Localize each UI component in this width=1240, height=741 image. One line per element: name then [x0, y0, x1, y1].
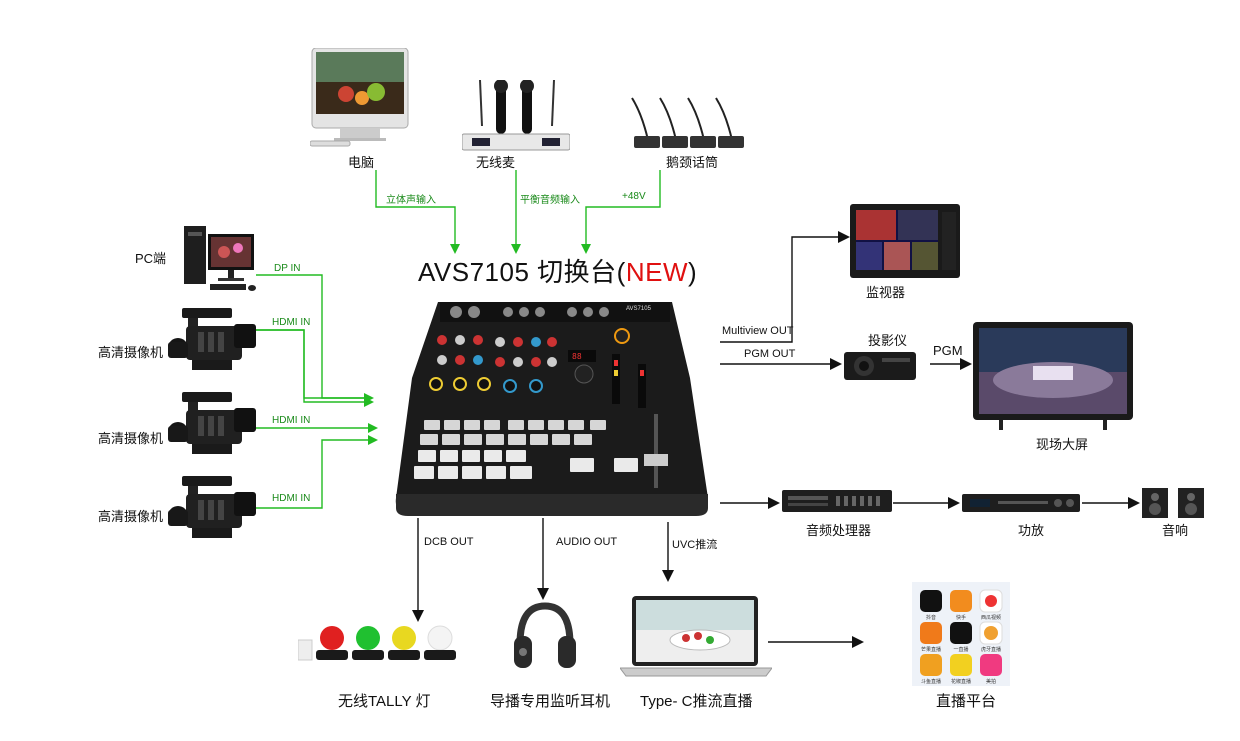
pgm-signal: PGM	[933, 343, 963, 358]
app-label-4: 一直播	[953, 646, 968, 653]
headphones-label: 导播专用监听耳机	[490, 693, 611, 710]
app-label-2: 西瓜视频	[981, 614, 1001, 621]
switcher-model-text: AVS7105	[626, 306, 652, 312]
pgm-out-signal: PGM OUT	[744, 348, 796, 360]
laptop-label: Type- C推流直播	[640, 693, 753, 710]
app-label-1: 快手	[956, 614, 966, 621]
computer-device	[309, 47, 410, 153]
avs7105-switcher: AVS7105 88	[390, 298, 720, 525]
title-new-badge: NEW	[625, 257, 688, 287]
camcorder-device-3	[168, 474, 260, 549]
camcorder-label-2: 高清摄像机	[98, 431, 164, 446]
amplifier-label: 功放	[1018, 523, 1045, 538]
app-label-7: 花椒直播	[951, 678, 971, 685]
svg-text:88: 88	[572, 352, 582, 361]
camcorder-device-1	[168, 306, 260, 381]
pc-signal: DP IN	[274, 263, 301, 274]
app-label-3: 芒果直播	[921, 646, 941, 653]
app-label-5: 虎牙直播	[981, 646, 1001, 653]
pc-label: PC端	[135, 251, 167, 266]
camcorder-label-1: 高清摄像机	[98, 345, 164, 360]
dcb-out-signal: DCB OUT	[424, 536, 474, 548]
app-label-0: 抖音	[926, 614, 936, 621]
camcorder-label-3: 高清摄像机	[98, 509, 164, 524]
audio-out-signal: AUDIO OUT	[556, 536, 618, 548]
app-label-6: 斗鱼直播	[921, 678, 941, 685]
projector-device	[842, 348, 918, 389]
app-label-8: 美拍	[986, 678, 996, 685]
speakers-label: 音响	[1162, 523, 1189, 538]
speakers-device	[1140, 488, 1208, 523]
computer-label: 电脑	[348, 155, 375, 170]
big-screen-label: 现场大屏	[1036, 437, 1089, 452]
projector-label: 投影仪	[868, 333, 908, 348]
wireless-mic-label: 无线麦	[476, 155, 516, 170]
pc-device	[182, 226, 258, 299]
platform-apps-grid: 抖音 快手 西瓜视频 芒果直播 一直播 虎牙直播 斗鱼直播 花椒直播 美拍	[912, 582, 1010, 686]
camcorder-signal-2: HDMI IN	[272, 415, 311, 426]
camcorder-signal-1: HDMI IN	[272, 317, 311, 328]
wire-right-outputs	[720, 231, 1140, 509]
gooseneck-mic-signal: +48V	[622, 191, 646, 202]
camcorder-device-2	[168, 390, 260, 465]
uvc-signal: UVC推流	[672, 539, 718, 551]
audio-processor-label: 音频处理器	[806, 523, 872, 538]
wire-top-inputs	[375, 170, 661, 254]
gooseneck-mic-device	[630, 94, 750, 157]
wireless-mic-signal: 平衡音频输入	[520, 195, 580, 206]
wire-left-inputs	[256, 274, 378, 509]
monitor-device	[850, 204, 960, 283]
big-screen-device	[973, 322, 1133, 437]
computer-signal: 立体声输入	[386, 195, 436, 206]
wire-bottom-outputs	[412, 518, 864, 648]
tally-lights-label: 无线TALLY 灯	[338, 693, 431, 710]
platform-label: 直播平台	[936, 693, 997, 710]
headphones-device	[510, 600, 580, 679]
wireless-mic-device	[461, 79, 571, 157]
monitor-label: 监视器	[866, 285, 906, 300]
tally-lights-device	[297, 624, 464, 673]
switcher-title: AVS7105 切换台(NEW)	[418, 257, 698, 287]
audio-processor-device	[782, 490, 892, 517]
camcorder-signal-3: HDMI IN	[272, 493, 311, 504]
multiview-signal: Multiview OUT	[722, 325, 794, 337]
gooseneck-mic-label: 鹅颈话筒	[666, 155, 719, 170]
amplifier-device	[962, 494, 1080, 517]
laptop-device	[619, 596, 773, 683]
